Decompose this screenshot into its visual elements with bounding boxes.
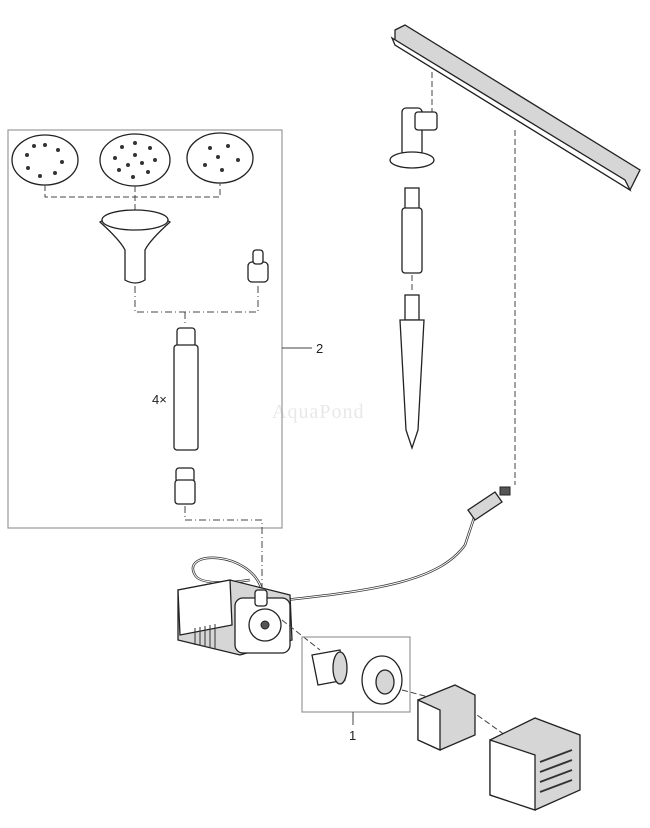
part-label-2: 2 (316, 341, 323, 356)
filter-cage (489, 717, 581, 811)
ground-stake (399, 294, 425, 451)
small-adapter (247, 249, 269, 283)
panel-mount (389, 107, 438, 169)
dashdot-connector-top (134, 284, 259, 324)
pump (177, 579, 293, 656)
funnel-nozzle (98, 209, 172, 284)
nozzle-set-box (7, 129, 283, 529)
coupling (174, 467, 196, 505)
part-label-1: 1 (349, 728, 356, 743)
filter-sponge (417, 684, 476, 752)
nozzle-disc-1 (11, 134, 79, 186)
dashed-connector-impeller (281, 619, 321, 651)
extension-tube (173, 327, 199, 451)
nozzle-disc-3 (186, 132, 254, 184)
stake-upper (401, 187, 423, 274)
dashed-connector-panel (431, 72, 516, 485)
nozzle-disc-2 (99, 133, 171, 187)
impeller-cover (361, 655, 403, 705)
dashdot-connector-pump (184, 506, 263, 590)
impeller-set-box (301, 636, 411, 713)
cable-connector (467, 486, 511, 521)
watermark: AquaPond (272, 401, 364, 423)
impeller (311, 649, 348, 686)
dashed-connector-discs (44, 183, 221, 210)
solar-panel (390, 24, 641, 192)
quantity-label: 4× (152, 392, 167, 407)
